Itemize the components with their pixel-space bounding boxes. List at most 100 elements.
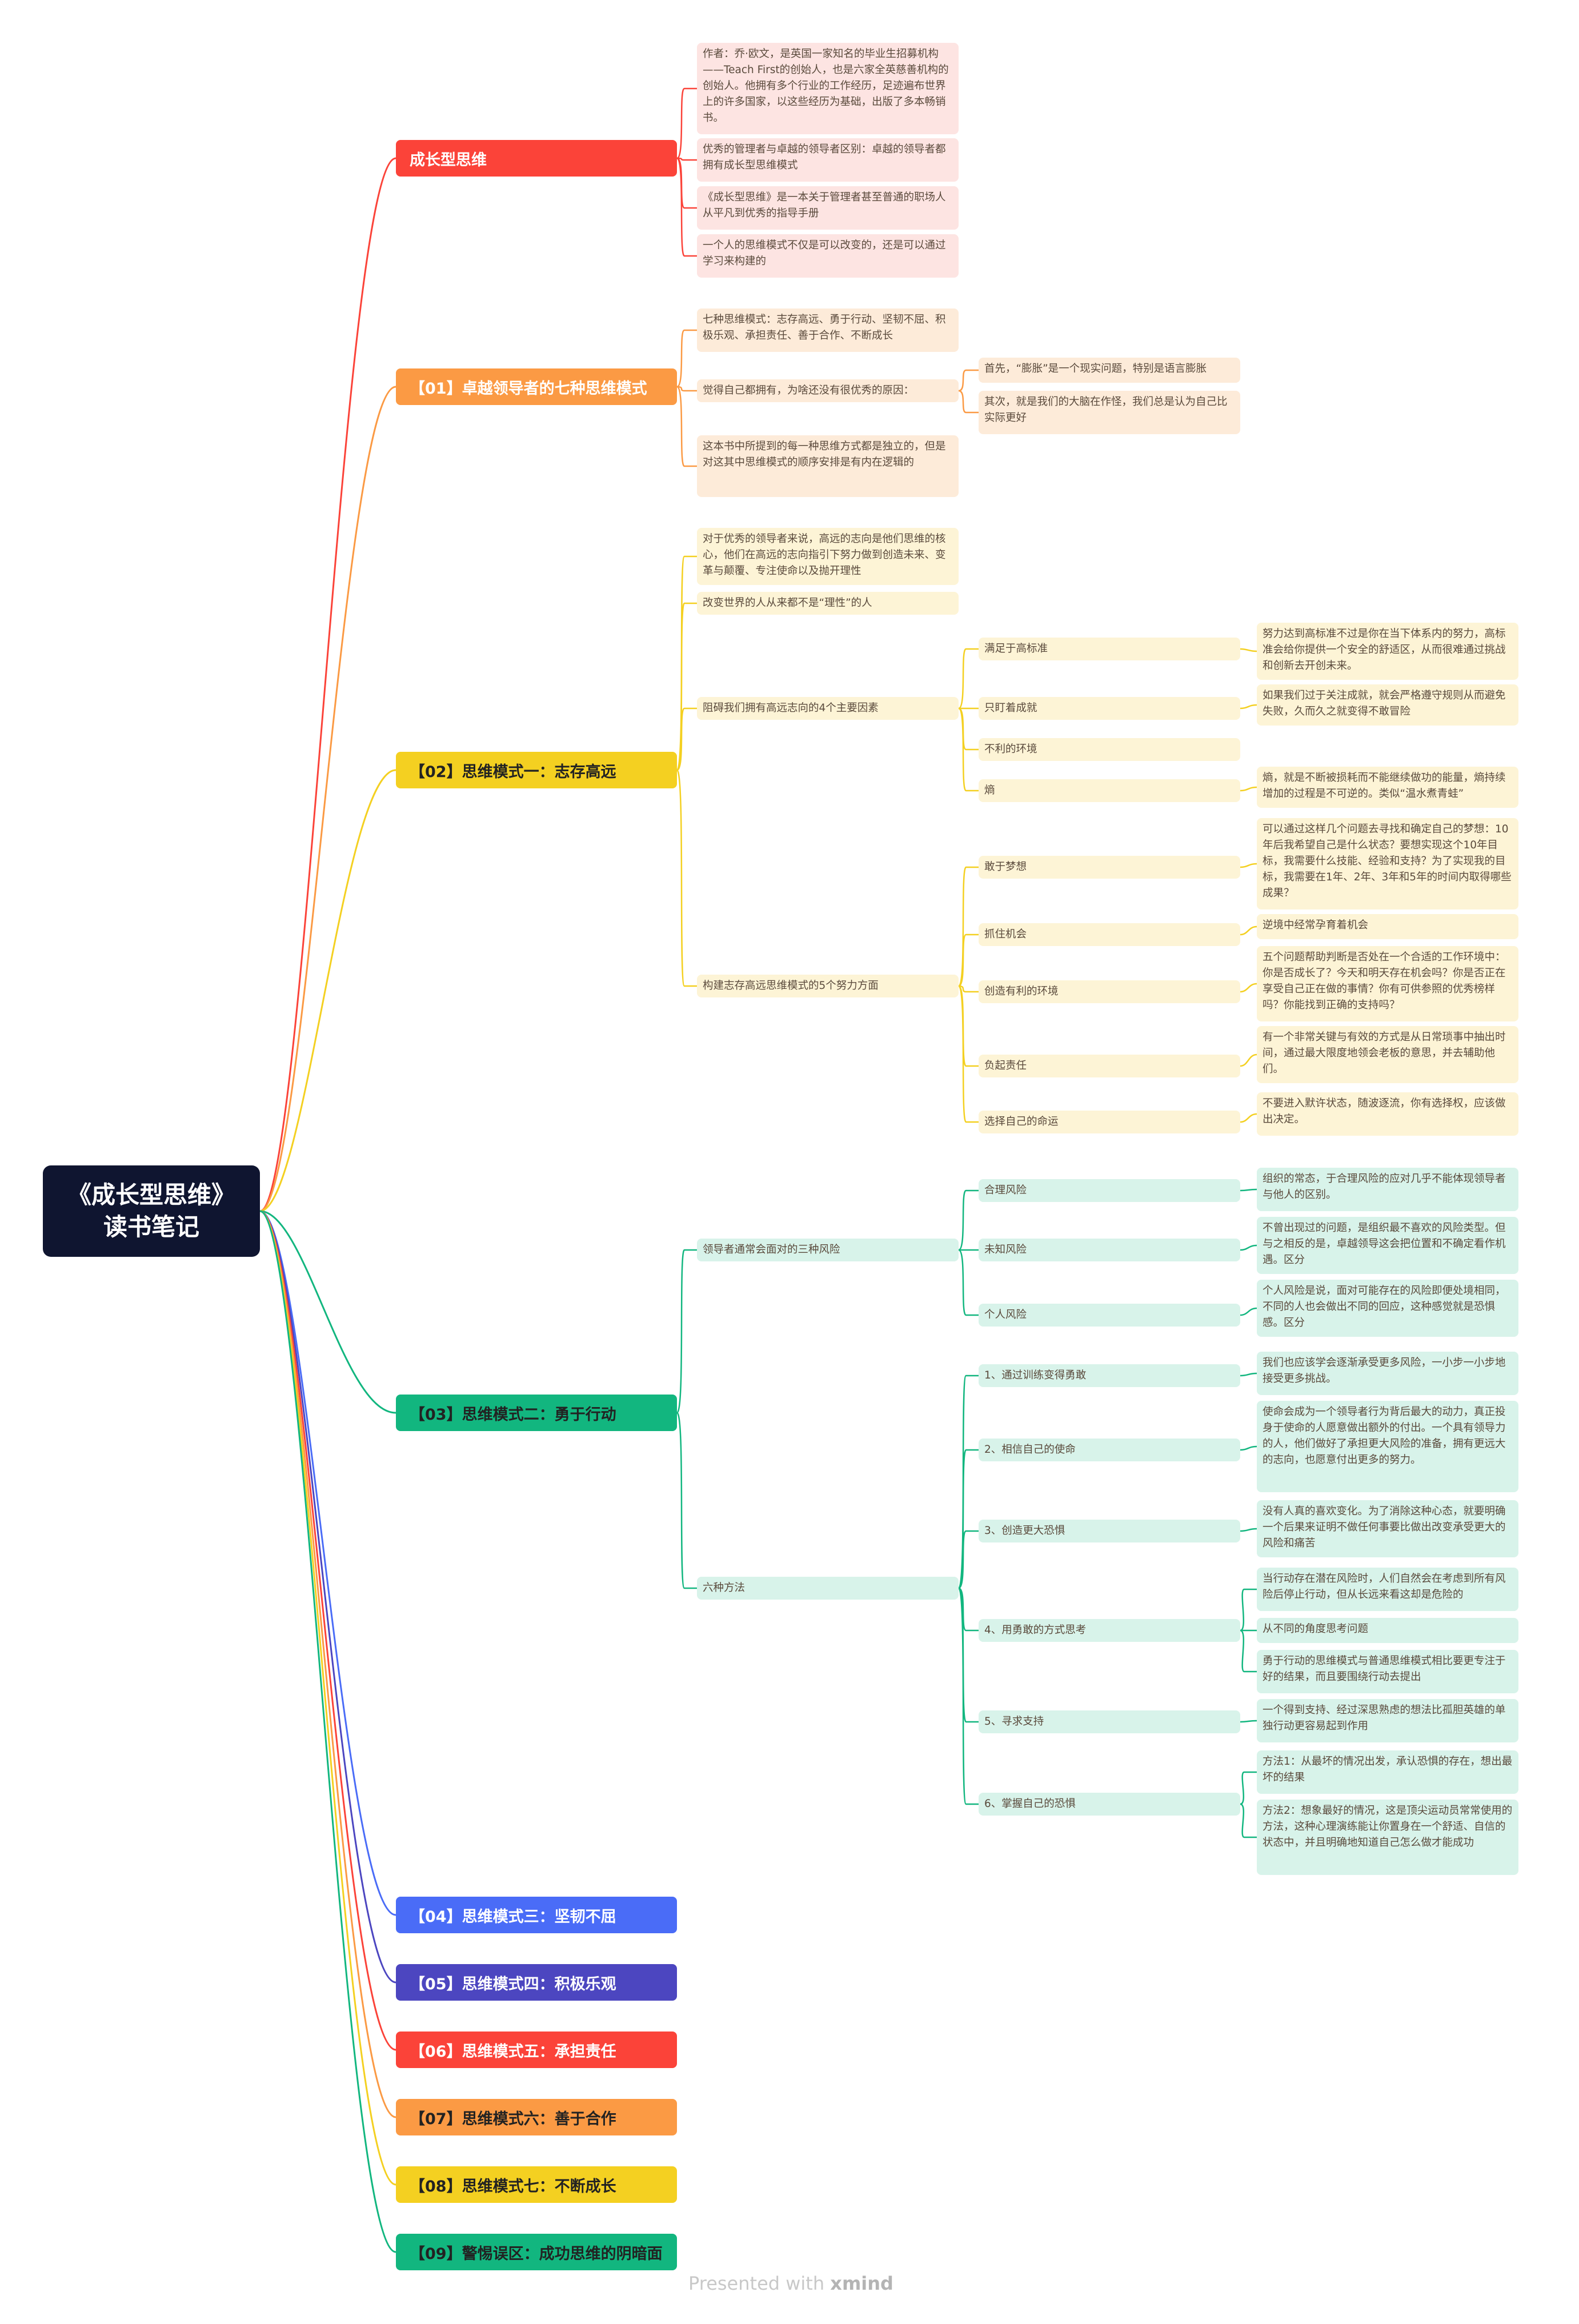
branch-3[interactable]: 【03】思维模式二：勇于行动 [396, 1395, 677, 1431]
b3-fear-note-0[interactable]: 方法1：从最坏的情况出发，承认恐惧的存在，想出最坏的结果 [1257, 1750, 1518, 1794]
b3-risk-note-1[interactable]: 不曾出现过的问题，是组织最不喜欢的风险类型。但与之相反的是，卓越领导这会把位置和… [1257, 1217, 1518, 1274]
branch-5[interactable]: 【05】思维模式四：积极乐观 [396, 1964, 677, 2001]
b1-seven-modes[interactable]: 七种思维模式：志存高远、勇于行动、坚韧不屈、积极乐观、承担责任、善于合作、不断成… [697, 308, 959, 352]
b3-think-note-2[interactable]: 勇于行动的思维模式与普通思维模式相比要更专注于好的结果，而且要围绕行动去提出 [1257, 1650, 1518, 1693]
b2-effort-note-0[interactable]: 可以通过这样几个问题去寻找和确定自己的梦想：10年后我希望自己是什么状态？要想实… [1257, 818, 1518, 909]
b3-support-note[interactable]: 一个得到支持、经过深思熟虑的想法比孤胆英雄的单独行动更容易起到作用 [1257, 1699, 1518, 1742]
connector-line [957, 985, 979, 1123]
connector-line [1240, 1113, 1257, 1123]
b3-risk-note-2[interactable]: 个人风险是说，面对可能存在的风险即便处境相同，不同的人也会做出不同的回应，这种感… [1257, 1280, 1518, 1337]
root-topic[interactable]: 《成长型思维》 读书笔记 [43, 1165, 260, 1257]
connector-line [1240, 925, 1257, 936]
branch-2[interactable]: 【02】思维模式一：志存高远 [396, 752, 677, 788]
b3-method-note-0[interactable]: 我们也应该学会逐渐承受更多风险，一小步一小步地接受更多挑战。 [1257, 1352, 1518, 1395]
connector-line [1240, 1244, 1257, 1251]
connector-line [1240, 863, 1257, 868]
connector-line [259, 1210, 396, 2253]
branch-1[interactable]: 【01】卓越领导者的七种思维模式 [396, 368, 677, 405]
connector-line [676, 386, 697, 467]
b0-author[interactable]: 作者：乔·欧文，是英国一家知名的毕业生招募机构——Teach First的创始人… [697, 43, 959, 134]
b2-effort-3[interactable]: 负起责任 [979, 1055, 1240, 1077]
b2-factor-3[interactable]: 熵 [979, 779, 1240, 802]
b3-method-1[interactable]: 2、相信自己的使命 [979, 1439, 1240, 1461]
b2-efforts[interactable]: 构建志存高远思维模式的5个努力方面 [697, 975, 959, 997]
b0-handbook[interactable]: 《成长型思维》是一本关于管理者甚至普通的职场人从平凡到优秀的指导手册 [697, 186, 959, 230]
b3-method-2[interactable]: 3、创造更大恐惧 [979, 1520, 1240, 1542]
connector-line [1240, 1771, 1257, 1805]
b3-think-note-0[interactable]: 当行动存在潜在风险时，人们自然会在考虑到所有风险后停止行动，但从长远来看这却是危… [1257, 1568, 1518, 1611]
b1-inflation[interactable]: 首先，“膨胀”是一个现实问题，特别是语言膨胀 [979, 358, 1240, 383]
connector-line [1240, 648, 1257, 652]
b2-factor-1[interactable]: 只盯着成就 [979, 697, 1240, 720]
b2-factor-0[interactable]: 满足于高标准 [979, 638, 1240, 660]
b2-factor-note-3[interactable]: 熵，就是不断被损耗而不能继续做功的能量，熵持续增加的过程是不可逆的。类似“温水煮… [1257, 767, 1518, 808]
branch-7[interactable]: 【07】思维模式六：善于合作 [396, 2099, 677, 2135]
b3-risks[interactable]: 领导者通常会面对的三种风险 [697, 1239, 959, 1261]
connector-line [958, 1587, 979, 1632]
connector-line [676, 157, 697, 161]
b2-obstacles[interactable]: 阻碍我们拥有高远志向的4个主要因素 [697, 697, 959, 720]
connector-line [958, 1189, 979, 1251]
b2-effort-1[interactable]: 抓住机会 [979, 923, 1240, 946]
connector-line [259, 1210, 396, 1414]
b2-effort-note-1[interactable]: 逆境中经常孕育着机会 [1257, 914, 1518, 939]
b2-core[interactable]: 对于优秀的领导者来说，高远的志向是他们思维的核心，他们在高远的志向指引下努力做到… [697, 528, 959, 585]
b2-effort-note-2[interactable]: 五个问题帮助判断是否处在一个合适的工作环境中：你是否成长了？今天和明天存在机会吗… [1257, 946, 1518, 1021]
connector-line [676, 707, 697, 771]
connector-line [676, 769, 697, 987]
branch-8[interactable]: 【08】思维模式七：不断成长 [396, 2166, 677, 2203]
b3-method-4[interactable]: 5、寻求支持 [979, 1710, 1240, 1733]
b3-method-0[interactable]: 1、通过训练变得勇敢 [979, 1364, 1240, 1387]
b2-effort-4[interactable]: 选择自己的命运 [979, 1111, 1240, 1133]
connector-line [676, 157, 697, 257]
b2-factor-2[interactable]: 不利的环境 [979, 738, 1240, 761]
connector-line [958, 985, 979, 993]
connector-line [958, 933, 979, 987]
connector-line [1240, 1188, 1257, 1192]
connector-line [957, 707, 979, 792]
connector-line [958, 1249, 979, 1316]
b2-effort-0[interactable]: 敢于梦想 [979, 856, 1240, 879]
b3-methods[interactable]: 六种方法 [697, 1577, 959, 1600]
b3-method-note-1[interactable]: 使命会成为一个领导者行为背后最大的动力，真正投身于使命的人愿意做出额外的付出。一… [1257, 1401, 1518, 1492]
connector-line [676, 1249, 697, 1414]
connector-line [676, 386, 697, 392]
connector-line [958, 390, 979, 414]
b3-method-5[interactable]: 6、掌握自己的恐惧 [979, 1793, 1240, 1816]
b3-think-note-1[interactable]: 从不同的角度思考问题 [1257, 1618, 1518, 1643]
b3-risk-0[interactable]: 合理风险 [979, 1179, 1240, 1202]
connector-line [1240, 1588, 1257, 1632]
branch-0[interactable]: 成长型思维 [396, 140, 677, 177]
connector-line [957, 1375, 979, 1589]
connector-line [1240, 1445, 1257, 1451]
b1-brain[interactable]: 其次，就是我们的大脑在作怪，我们总是认为自己比实际更好 [979, 391, 1240, 434]
b3-method-3[interactable]: 4、用勇敢的方式思考 [979, 1619, 1240, 1642]
b3-fear-note-1[interactable]: 方法2：想象最好的情况，这是顶尖运动员常常使用的方法，这种心理演练能让你置身在一… [1257, 1800, 1518, 1875]
b3-risk-note-0[interactable]: 组织的常态，于合理风险的应对几乎不能体现领导者与他人的区别。 [1257, 1168, 1518, 1211]
connector-line [1240, 704, 1257, 710]
b2-factor-note-1[interactable]: 如果我们过于关注成就，就会严格遵守规则从而避免失败，久而久之就变得不敢冒险 [1257, 684, 1518, 726]
b2-not-rational[interactable]: 改变世界的人从来都不是“理性”的人 [697, 592, 959, 615]
connector-line [957, 1449, 979, 1589]
branch-6[interactable]: 【06】思维模式五：承担责任 [396, 2032, 677, 2068]
b3-risk-2[interactable]: 个人风险 [979, 1304, 1240, 1327]
b3-method-note-2[interactable]: 没有人真的喜欢变化。为了消除这种心态，就要明确一个后果来证明不做任何事要比做出改… [1257, 1500, 1518, 1557]
b2-effort-note-3[interactable]: 有一个非常关键与有效的方式是从日常琐事中抽出时间，通过最大限度地领会老板的意思，… [1257, 1026, 1518, 1083]
connector-line [1240, 1720, 1257, 1723]
connector-line [1240, 1307, 1257, 1316]
b2-effort-note-4[interactable]: 不要进入默许状态，随波逐流，你有选择权，应该做出决定。 [1257, 1092, 1518, 1136]
b2-effort-2[interactable]: 创造有利的环境 [979, 980, 1240, 1003]
b1-reason[interactable]: 觉得自己都拥有，为啥还没有很优秀的原因： [697, 379, 959, 402]
b3-risk-1[interactable]: 未知风险 [979, 1239, 1240, 1261]
b0-learnable[interactable]: 一个人的思维模式不仅是可以改变的，还是可以通过学习来构建的 [697, 234, 959, 278]
b0-difference[interactable]: 优秀的管理者与卓越的领导者区别：卓越的领导者都拥有成长型思维模式 [697, 138, 959, 182]
b2-factor-note-0[interactable]: 努力达到高标准不过是你在当下体系内的努力，高标准会给你提供一个安全的舒适区，从而… [1257, 623, 1518, 680]
b1-logic[interactable]: 这本书中所提到的每一种思维方式都是独立的，但是对这其中思维模式的顺序安排是有内在… [697, 435, 959, 497]
branch-9[interactable]: 【09】警惕误区：成功思维的阴暗面 [396, 2234, 677, 2270]
connector-line [1240, 786, 1257, 792]
footer-prefix: Presented with [688, 2273, 825, 2294]
root-title-line2: 读书笔记 [103, 1213, 199, 1241]
root-title-line1: 《成长型思维》 [67, 1181, 235, 1209]
branch-4[interactable]: 【04】思维模式三：坚韧不屈 [396, 1897, 677, 1933]
